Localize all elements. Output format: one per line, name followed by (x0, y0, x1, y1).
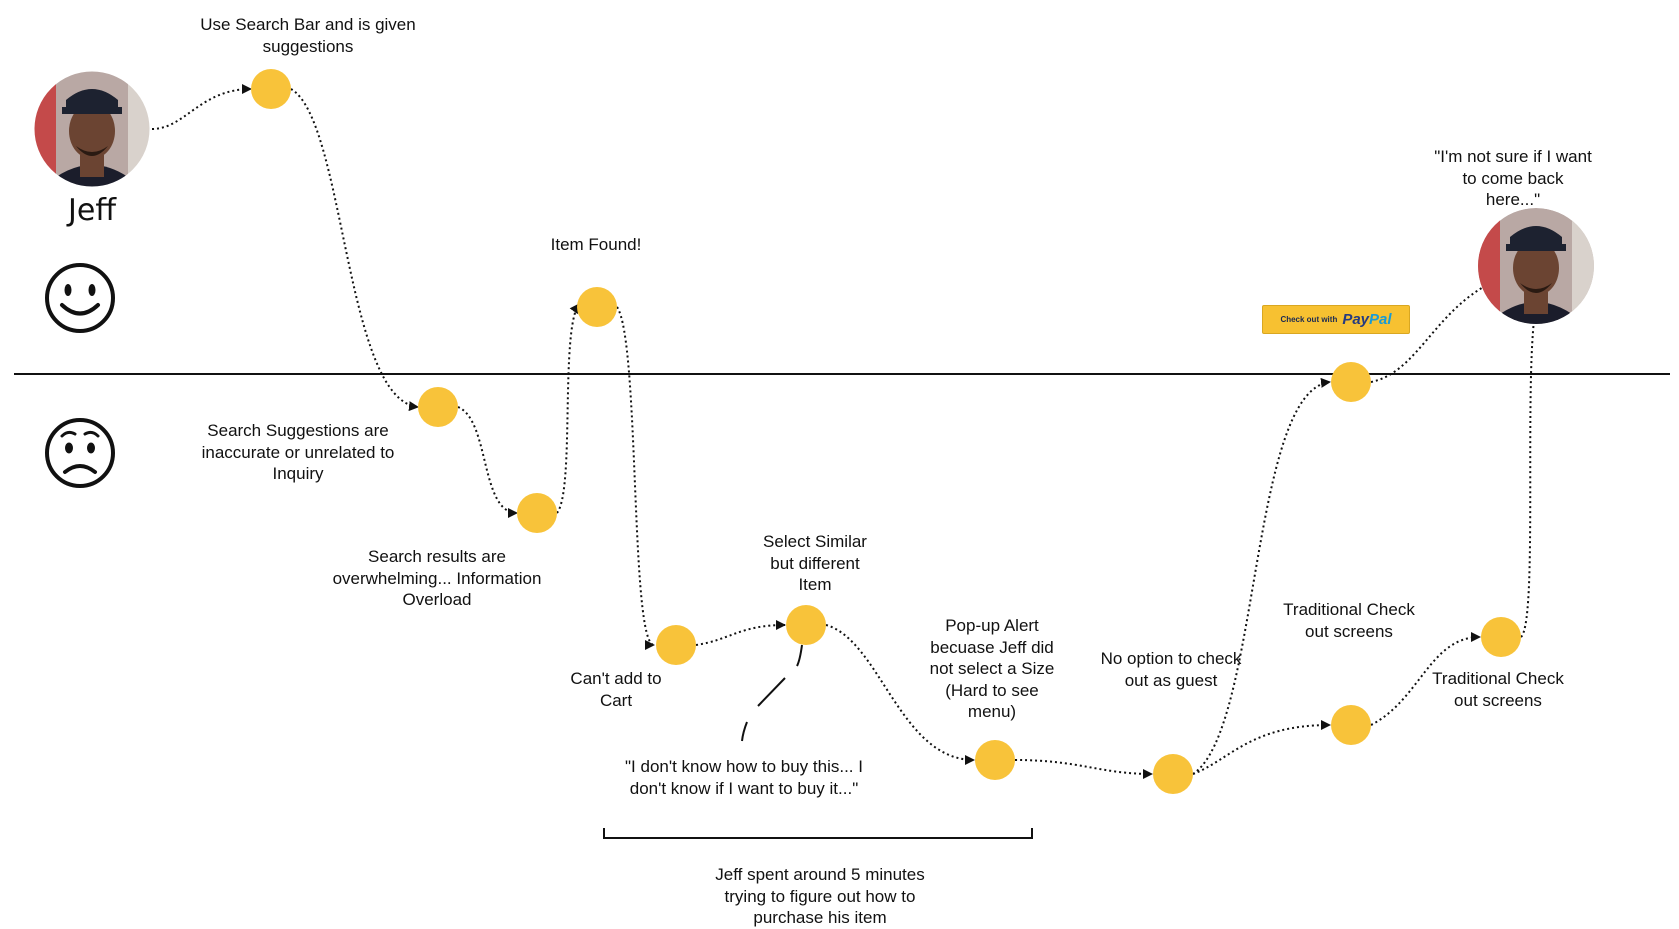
node-paypal-checkout (1331, 362, 1371, 402)
step-label-item-found: Item Found! (550, 235, 642, 254)
step-label-search-suggestions: Search Suggestions are inaccurate or unr… (201, 421, 395, 483)
node-item-found (577, 287, 617, 327)
journey-connector (1014, 759, 1153, 779)
node-traditional-checkout-a (1331, 705, 1371, 745)
node-search-results (517, 493, 557, 533)
journey-nodes (251, 69, 1521, 794)
journey-connector (556, 303, 580, 514)
smiling-face-icon (45, 263, 115, 333)
journey-connector (151, 84, 252, 130)
journey-connector (1370, 632, 1481, 726)
paypal-logo: PayPal (1342, 311, 1391, 328)
node-search-suggestions (418, 387, 458, 427)
node-search-bar (251, 69, 291, 109)
step-label-search-bar: Use Search Bar and is given suggestions (200, 15, 416, 56)
quote-callout-dashes (741, 644, 803, 742)
step-label-traditional-checkout-a: Traditional Check out screens (1283, 600, 1415, 641)
journey-connector (457, 406, 518, 518)
journey-connector (825, 624, 975, 765)
node-cant-add-to-cart (656, 625, 696, 665)
journey-connector (616, 306, 655, 650)
paypal-brand-a: Pay (1342, 311, 1370, 328)
step-label-select-similar: Select Similar but different Item (763, 532, 867, 594)
node-popup-alert (975, 740, 1015, 780)
step-label-search-results: Search results are overwhelming... Infor… (332, 547, 542, 609)
journey-connector (1520, 289, 1542, 638)
time-spent-note: Jeff spent around 5 minutes trying to fi… (715, 865, 925, 927)
step-label-popup-alert: Pop-up Alert becuase Jeff did not select… (929, 616, 1055, 721)
step-label-final-quote: "I'm not sure if I want to come back her… (1434, 147, 1592, 209)
paypal-prefix: Check out with (1280, 315, 1338, 324)
journey-connector (695, 620, 786, 646)
time-bracket (603, 828, 1033, 839)
node-no-guest-checkout (1153, 754, 1193, 794)
node-select-similar (786, 605, 826, 645)
user-avatar-icon (1478, 208, 1594, 324)
step-label-no-guest-checkout: No option to check out as guest (1100, 649, 1242, 690)
paypal-brand-b: Pal (1369, 311, 1392, 328)
step-label-cant-add-to-cart: Can't add to Cart (570, 669, 662, 710)
node-traditional-checkout-b (1481, 617, 1521, 657)
journey-connector (1192, 377, 1331, 775)
journey-connector (1192, 720, 1331, 775)
step-label-traditional-checkout-b: Traditional Check out screens (1432, 669, 1564, 710)
user-avatar-icon (34, 71, 150, 187)
paypal-checkout-button[interactable]: Check out with PayPal (1262, 305, 1410, 334)
journey-connector (290, 88, 419, 412)
user-quote: "I don't know how to buy this... I don't… (625, 757, 863, 798)
worried-face-icon (45, 418, 115, 488)
persona-name: Jeff (68, 193, 116, 228)
